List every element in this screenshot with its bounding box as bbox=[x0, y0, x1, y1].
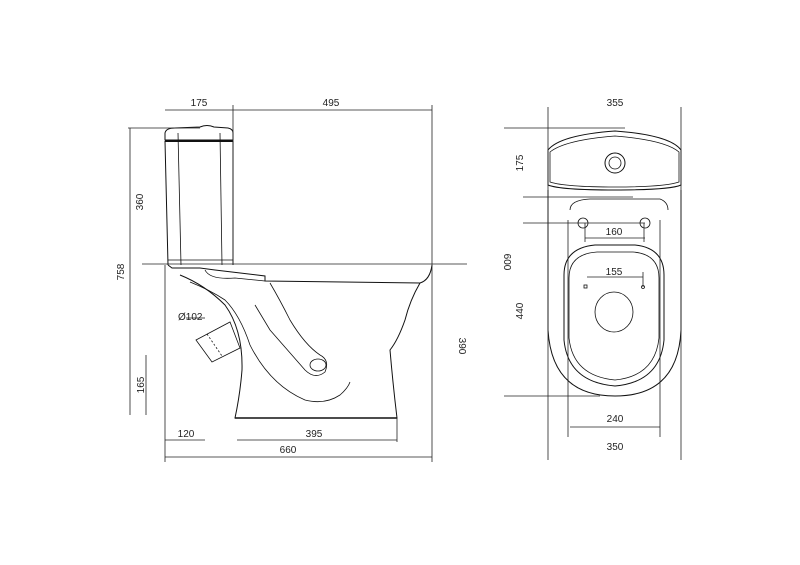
dim-bowl-width: 350 bbox=[607, 442, 624, 453]
dim-total-height: 758 bbox=[116, 263, 127, 280]
dim-rim-height: 390 bbox=[456, 338, 467, 355]
top-dimension-lines bbox=[504, 107, 682, 460]
dim-outlet-offset: 120 bbox=[178, 429, 195, 440]
dim-tank-depth: 175 bbox=[191, 98, 208, 109]
outlet-pipe bbox=[195, 321, 241, 363]
dim-outlet-height: 165 bbox=[136, 376, 147, 393]
dim-total-depth: 600 bbox=[501, 254, 512, 271]
dim-outlet-diameter: Ø102 bbox=[178, 312, 203, 323]
dim-seat-bolt-spacing: 155 bbox=[606, 267, 623, 278]
bowl-side bbox=[167, 264, 433, 419]
dim-seat-width: 240 bbox=[607, 414, 624, 425]
dim-tank-height: 360 bbox=[135, 193, 146, 210]
dim-bowl-length: 495 bbox=[323, 98, 340, 109]
bowl-opening bbox=[594, 291, 634, 333]
dim-width: 355 bbox=[607, 98, 624, 109]
cistern-top bbox=[547, 130, 682, 191]
dim-base-length: 395 bbox=[306, 429, 323, 440]
side-view: 175 495 360 758 Ø102 165 120 395 660 390 bbox=[116, 98, 467, 462]
flush-button bbox=[604, 152, 626, 174]
top-dimension-labels: 355 175 160 600 155 440 240 350 bbox=[501, 98, 624, 453]
dim-bolt-spacing: 160 bbox=[606, 227, 623, 238]
dim-total-length: 660 bbox=[280, 445, 297, 456]
dim-bowl-depth: 440 bbox=[515, 302, 526, 319]
top-view: 355 175 160 600 155 440 240 350 bbox=[501, 98, 682, 460]
side-dimension-labels: 175 495 360 758 Ø102 165 120 395 660 390 bbox=[116, 98, 467, 456]
cistern-side bbox=[164, 125, 234, 266]
side-dimension-lines bbox=[128, 105, 433, 462]
dim-tank-depth-top: 175 bbox=[515, 154, 526, 171]
